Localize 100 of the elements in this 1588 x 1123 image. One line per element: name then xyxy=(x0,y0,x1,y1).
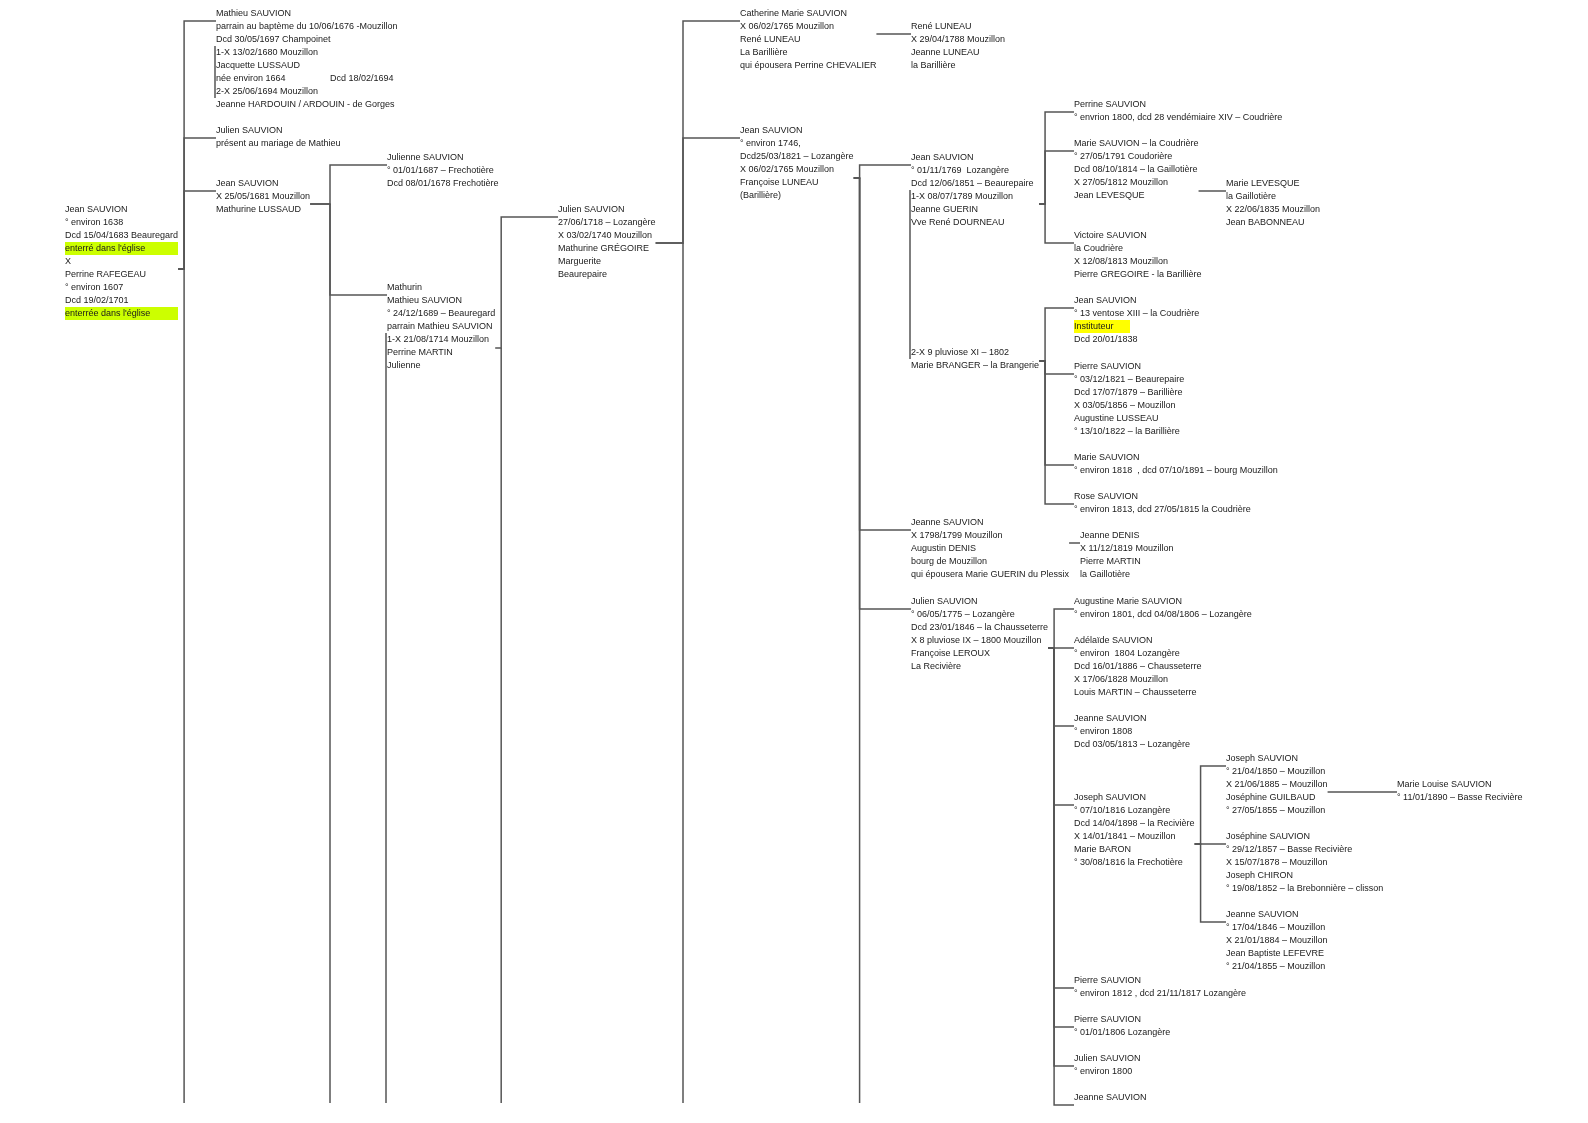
record-line: 27/06/1718 – Lozangère xyxy=(558,216,656,229)
person-name: Jean SAUVION xyxy=(216,177,279,190)
record-line: Dcd 20/01/1838 xyxy=(1074,333,1138,346)
person-name: Perrine SAUVION xyxy=(1074,98,1147,111)
record-line: Dcd 19/02/1701 xyxy=(65,294,129,307)
record-line: La Recivière xyxy=(911,660,962,673)
person-name: Julien SAUVION xyxy=(558,203,625,216)
record-line: X 06/02/1765 Mouzillon xyxy=(740,20,835,33)
record-line: Pierre GREGOIRE - la Barillière xyxy=(1074,268,1202,281)
record-line: ° 01/01/1687 – Frechotière xyxy=(387,164,494,177)
record-line: ° 19/08/1852 – la Brebonnière – clisson xyxy=(1226,882,1384,895)
record-line: Jacquette LUSSAUD xyxy=(216,59,301,72)
record-line: 2-X 9 pluviose XI – 1802 xyxy=(911,346,1010,359)
record-line: X 1798/1799 Mouzillon xyxy=(911,529,1003,542)
record-line: X 29/04/1788 Mouzillon xyxy=(911,33,1006,46)
record-line: qui épousera Marie GUERIN du Plessix xyxy=(911,568,1070,581)
highlighted-note: enterrée dans l'église xyxy=(65,307,178,320)
record-line: ° 07/10/1816 Lozangère xyxy=(1074,804,1171,817)
record-line: ° 29/12/1857 – Basse Recivière xyxy=(1226,843,1353,856)
record-line: X 21/01/1884 – Mouzillon xyxy=(1226,934,1328,947)
person-name: Marie SAUVION xyxy=(1074,451,1140,464)
record-line: ° 17/04/1846 – Mouzillon xyxy=(1226,921,1326,934)
record-line: Perrine MARTIN xyxy=(387,346,453,359)
connector-line xyxy=(1326,791,1398,793)
connector-line xyxy=(309,203,388,296)
record-line: ° environ 1813, dcd 27/05/1815 la Coudrière xyxy=(1074,503,1251,516)
record-line: la Gaillotière xyxy=(1080,568,1131,581)
record-line: Vve René DOURNEAU xyxy=(911,216,1005,229)
record-line: la Barillière xyxy=(911,59,956,72)
person-name: Marie LEVESQUE xyxy=(1226,177,1300,190)
record-line: Beaurepaire xyxy=(558,268,608,281)
person-name: Adélaïde SAUVION xyxy=(1074,634,1153,647)
record-line: René LUNEAU xyxy=(740,33,801,46)
connector-line xyxy=(1197,190,1227,192)
record-line: Jeanne HARDOUIN / ARDOUIN - de Gorges xyxy=(216,98,395,111)
connector-line xyxy=(1038,360,1075,505)
person-name: Catherine Marie SAUVION xyxy=(740,7,848,20)
record-line: ° envrion 1800, dcd 28 vendémiaire XIV – Coudrière xyxy=(1074,111,1283,124)
record-line: ° 06/05/1775 – Lozangère xyxy=(911,608,1015,621)
record-line: ° environ 1801, dcd 04/08/1806 – Lozangère xyxy=(1074,608,1252,621)
record-line: présent au mariage de Mathieu xyxy=(216,137,341,150)
record-line: née environ 1664 xyxy=(216,72,286,85)
person-name: Rose SAUVION xyxy=(1074,490,1139,503)
record-line: Françoise LUNEAU xyxy=(740,176,819,189)
person-name: Joséphine SAUVION xyxy=(1226,830,1311,843)
connector-line xyxy=(654,137,741,244)
record-line: Augustin DENIS xyxy=(911,542,977,555)
record-line: Jeanne GUERIN xyxy=(911,203,979,216)
person-name: Pierre SAUVION xyxy=(1074,360,1142,373)
record-line: X 27/05/1812 Mouzillon xyxy=(1074,176,1169,189)
record-line: Marguerite xyxy=(558,255,602,268)
record-line: Julienne xyxy=(387,359,421,372)
record-line: X xyxy=(65,255,71,268)
record-line: parrain au baptème du 10/06/1676 -Mouzillon xyxy=(216,20,398,33)
connector-line xyxy=(494,216,559,349)
person-name: Joseph SAUVION xyxy=(1226,752,1299,765)
record-line: ° 27/05/1791 Coudorière xyxy=(1074,150,1173,163)
record-line: ° 13 ventose XIII – la Coudrière xyxy=(1074,307,1200,320)
record-line: 1-X 21/08/1714 Mouzillon xyxy=(387,333,490,346)
record-line: X 03/05/1856 – Mouzillon xyxy=(1074,399,1176,412)
connector-line xyxy=(875,33,912,35)
record-line: ° 13/10/1822 – la Barillière xyxy=(1074,425,1180,438)
person-name: Jean SAUVION xyxy=(1074,294,1137,307)
record-line: Mathieu SAUVION xyxy=(387,294,463,307)
person-name: Julien SAUVION xyxy=(911,595,978,608)
record-line: Dcd 14/04/1898 – la Recivière xyxy=(1074,817,1195,830)
record-line: ° environ 1746, xyxy=(740,137,801,150)
person-name: Julien SAUVION xyxy=(216,124,283,137)
record-line: Pierre MARTIN xyxy=(1080,555,1141,568)
record-line: ° 21/04/1850 – Mouzillon xyxy=(1226,765,1326,778)
record-line: Dcd 15/04/1683 Beauregard xyxy=(65,229,179,242)
record-line: bourg de Mouzillon xyxy=(911,555,988,568)
record-line: X 21/06/1885 – Mouzillon xyxy=(1226,778,1328,791)
record-line: ° 21/04/1855 – Mouzillon xyxy=(1226,960,1326,973)
record-line: X 15/07/1878 – Mouzillon xyxy=(1226,856,1328,869)
record-line: ° environ 1812 , dcd 21/11/1817 Lozangère xyxy=(1074,987,1247,1000)
record-line: Dcd 18/02/1694 xyxy=(330,72,394,85)
person-name: Jeanne SAUVION xyxy=(1074,1091,1147,1104)
record-line: Dcd 08/10/1814 – la Gaillotière xyxy=(1074,163,1198,176)
record-line: Dcd 23/01/1846 – la Chausseterre xyxy=(911,621,1049,634)
record-line: Dcd 08/01/1678 Frechotière xyxy=(387,177,499,190)
record-line: la Coudrière xyxy=(1074,242,1124,255)
connector-line xyxy=(177,190,217,270)
record-line: Dcd 03/05/1813 – Lozangère xyxy=(1074,738,1191,751)
record-line: ° environ 1818 , dcd 07/10/1891 – bourg Mouzillon xyxy=(1074,464,1278,477)
person-name: Marie Louise SAUVION xyxy=(1397,778,1492,791)
record-line: ° 27/05/1855 – Mouzillon xyxy=(1226,804,1326,817)
record-line: ° 01/01/1806 Lozangère xyxy=(1074,1026,1171,1039)
person-name: Jeanne SAUVION xyxy=(1226,908,1299,921)
record-line: Joseph CHIRON xyxy=(1226,869,1294,882)
connector-line xyxy=(1068,542,1081,544)
connector-line xyxy=(852,177,912,610)
record-line: X 17/06/1828 Mouzillon xyxy=(1074,673,1169,686)
person-name: Julienne SAUVION xyxy=(387,151,464,164)
person-name: Jean SAUVION xyxy=(740,124,803,137)
record-line: ° 01/11/1769 Lozangère xyxy=(911,164,1009,177)
record-line: 1-X 13/02/1680 Mouzillon xyxy=(216,46,319,59)
record-line: ° environ 1800 xyxy=(1074,1065,1133,1078)
person-name: Jean SAUVION xyxy=(911,151,974,164)
record-line: Marie BARON xyxy=(1074,843,1131,856)
